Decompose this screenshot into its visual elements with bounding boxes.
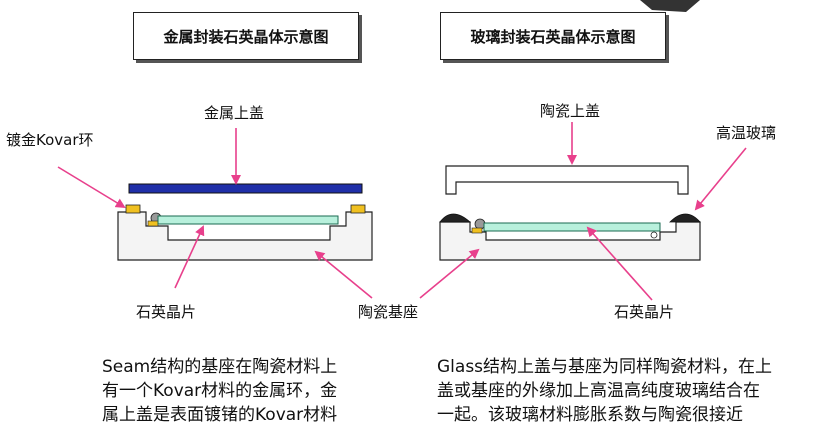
left-description: Seam结构的基座在陶瓷材料上 有一个Kovar材料的金属环，金 属上盖是表面镀… — [102, 355, 337, 427]
label-left-quartz: 石英晶片 — [136, 303, 197, 321]
left-desc-line-2: 有一个Kovar材料的金属环，金 — [102, 381, 338, 401]
metal-lid-shape — [128, 183, 363, 194]
right-title: 玻璃封装石英晶体示意图 — [440, 12, 666, 60]
arrow-kovar-ring — [57, 166, 126, 209]
arrow-left-quartz — [174, 225, 205, 289]
label-ceramic-base: 陶瓷基座 — [358, 303, 419, 321]
right-quartz-shape — [483, 222, 661, 232]
arrow-base-left — [314, 250, 373, 299]
right-mount-pad — [471, 227, 483, 234]
left-kovar-ring-left — [125, 204, 141, 214]
arrow-base-right — [419, 248, 480, 299]
label-metal-lid: 金属上盖 — [204, 104, 265, 122]
left-desc-line-1: Seam结构的基座在陶瓷材料上 — [102, 357, 338, 377]
right-desc-line-2: 盖或基座的外缘加上高温高纯度玻璃结合在 — [437, 381, 760, 401]
left-mount-pad — [147, 220, 159, 227]
label-kovar-ring: 镀金Kovar环 — [6, 131, 94, 149]
glass-seal-right — [669, 213, 701, 223]
right-ceramic-base-shape — [439, 221, 701, 261]
device-corner-decoration — [640, 0, 700, 12]
left-title: 金属封装石英晶体示意图 — [133, 12, 359, 60]
label-right-quartz: 石英晶片 — [614, 303, 675, 321]
right-desc-line-3: 一起。该玻璃材料膨胀系数与陶瓷很接近 — [437, 405, 743, 425]
right-mount-dot-2 — [650, 231, 658, 239]
label-ceramic-lid: 陶瓷上盖 — [540, 102, 601, 120]
left-desc-line-3: 属上盖是表面镀锗的Kovar材料 — [102, 405, 338, 425]
left-ceramic-base-shape — [117, 211, 373, 261]
ceramic-lid-shape — [445, 165, 689, 195]
label-glass: 高温玻璃 — [716, 124, 777, 142]
right-desc-line-1: Glass结构上盖与基座为同样陶瓷材料，在上 — [437, 357, 773, 377]
left-kovar-ring-right — [350, 204, 366, 214]
arrow-glass — [694, 147, 747, 211]
right-description: Glass结构上盖与基座为同样陶瓷材料，在上 盖或基座的外缘加上高温高纯度玻璃结… — [437, 355, 772, 427]
left-quartz-shape — [157, 215, 339, 225]
arrow-right-quartz — [586, 226, 653, 301]
glass-seal-left — [439, 213, 472, 223]
